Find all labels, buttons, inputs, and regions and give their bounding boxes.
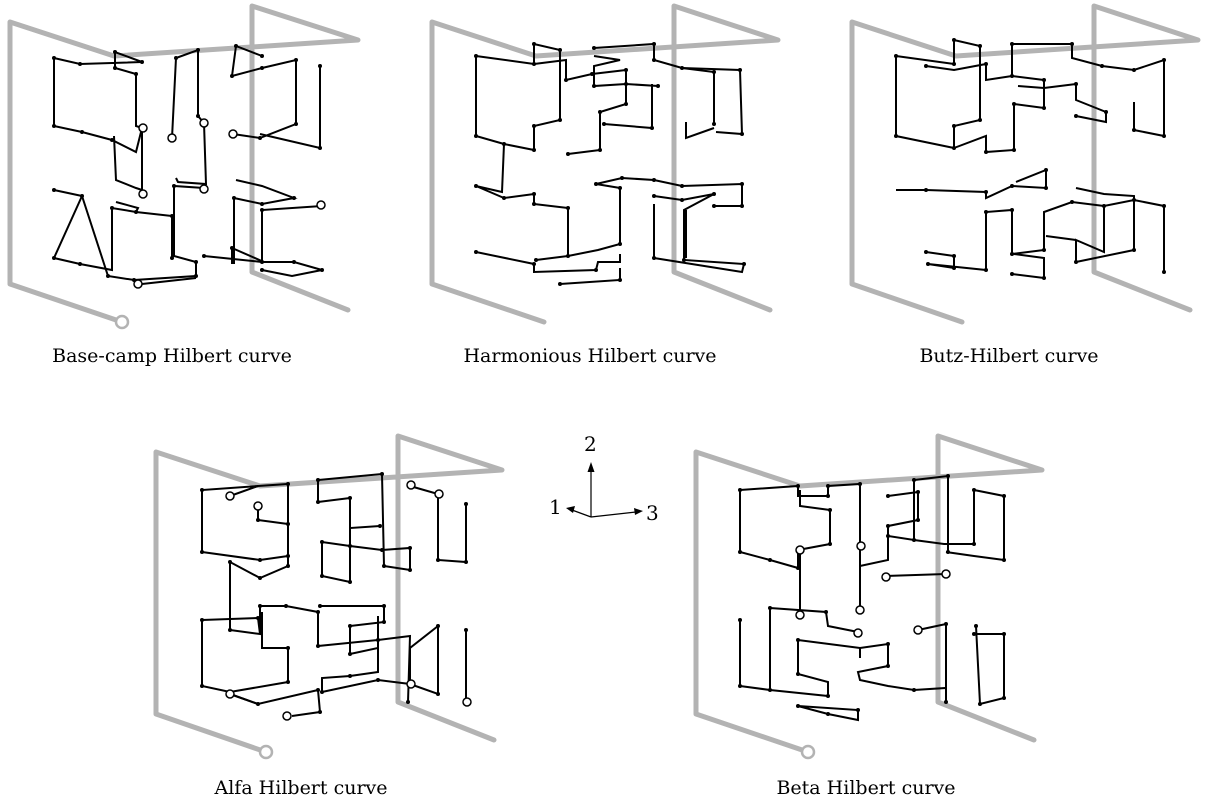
axis-indicator: 1 2 3 xyxy=(549,432,659,525)
axis-label-3: 3 xyxy=(646,501,659,525)
panel-harmonious: Harmonious Hilbert curve xyxy=(429,3,781,367)
curve-beta xyxy=(739,474,1005,722)
panel-base-camp: Base-camp Hilbert curve xyxy=(7,3,361,367)
axis-label-1: 1 xyxy=(549,495,562,519)
panel-alfa: Alfa Hilbert curve xyxy=(153,433,505,799)
curve-alfa xyxy=(201,472,467,717)
panel-beta: Beta Hilbert curve xyxy=(693,433,1045,799)
curve-nodes-beta xyxy=(738,474,1006,716)
curve-endpoints-beta xyxy=(795,541,951,638)
curve-harmonious xyxy=(475,42,746,285)
curve-butz xyxy=(895,38,1165,280)
caption-butz: Butz-Hilbert curve xyxy=(919,345,1098,367)
caption-alfa: Alfa Hilbert curve xyxy=(213,777,387,799)
axis-arrowheads xyxy=(566,462,643,515)
frame-beta xyxy=(693,433,1045,760)
curve-nodes-harmonious xyxy=(474,42,746,286)
curve-nodes-alfa xyxy=(200,472,468,714)
curve-nodes-base-camp xyxy=(52,44,324,282)
curve-base-camp xyxy=(52,44,323,285)
panel-butz: Butz-Hilbert curve xyxy=(849,3,1201,367)
axis-label-2: 2 xyxy=(584,432,597,456)
curve-endpoints-alfa xyxy=(225,480,472,721)
frame-alfa xyxy=(153,433,505,760)
frame-butz xyxy=(849,3,1201,325)
caption-base-camp: Base-camp Hilbert curve xyxy=(52,345,292,367)
caption-beta: Beta Hilbert curve xyxy=(776,777,955,799)
caption-harmonious: Harmonious Hilbert curve xyxy=(463,345,716,367)
curve-nodes-butz xyxy=(894,38,1166,280)
curve-endpoints-base-camp xyxy=(133,118,326,289)
frame-harmonious xyxy=(429,3,781,325)
